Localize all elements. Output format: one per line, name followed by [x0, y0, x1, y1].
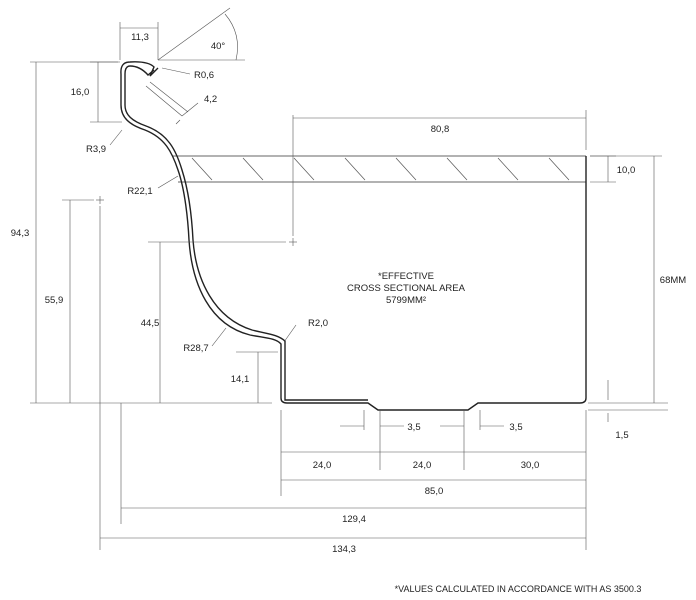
footnote: *VALUES CALCULATED IN ACCORDANCE WITH AS…: [395, 584, 642, 594]
dim-centroid-inner: 44,5: [141, 318, 160, 329]
area-note-line1: *EFFECTIVE: [378, 271, 434, 282]
dim-overall-width: 129,4: [342, 514, 366, 525]
dim-overall-height: 94,3: [11, 228, 30, 239]
dim-width-top: 11,3: [131, 32, 149, 43]
dimension-lines: [30, 7, 668, 550]
dim-base-total: 85,0: [425, 486, 444, 497]
dim-lip-height: 16,0: [71, 87, 90, 98]
dim-lip-offset: 4,2: [204, 94, 217, 105]
dim-angle: 40°: [211, 41, 226, 52]
dim-groove-left: 3,5: [407, 422, 420, 433]
dim-step-radius: R2,0: [308, 318, 328, 329]
dim-total-width: 134,3: [332, 544, 356, 555]
dim-groove-depth: 1,5: [615, 430, 628, 441]
hatched-band: [172, 155, 586, 183]
dim-base-mid: 24,0: [413, 460, 432, 471]
dim-opening-width: 80,8: [431, 124, 450, 135]
dimension-labels: 11,3 40° R0,6 4,2 16,0 R3,9 94,3 R22,1 8…: [11, 32, 687, 555]
dim-step-height: 14,1: [231, 374, 250, 385]
centroid-marks: [96, 115, 297, 246]
dim-groove-right: 3,5: [509, 422, 522, 433]
gutter-profile: [120, 61, 587, 411]
dim-top-radius: R22,1: [127, 186, 152, 197]
area-note: *EFFECTIVE CROSS SECTIONAL AREA 5799MM²: [347, 271, 466, 306]
area-note-line2: CROSS SECTIONAL AREA: [347, 283, 466, 294]
dim-base-left: 24,0: [313, 460, 332, 471]
dim-base-right: 30,0: [521, 460, 540, 471]
area-note-line3: 5799MM²: [386, 295, 426, 306]
dim-lip-radius: R0,6: [194, 70, 214, 81]
dim-depth: 68MM: [660, 275, 686, 286]
dim-centroid-outer: 55,9: [45, 295, 64, 306]
dim-bead-radius: R3,9: [86, 144, 106, 155]
dim-bottom-radius: R28,7: [183, 343, 208, 354]
dim-top-band: 10,0: [617, 165, 636, 176]
